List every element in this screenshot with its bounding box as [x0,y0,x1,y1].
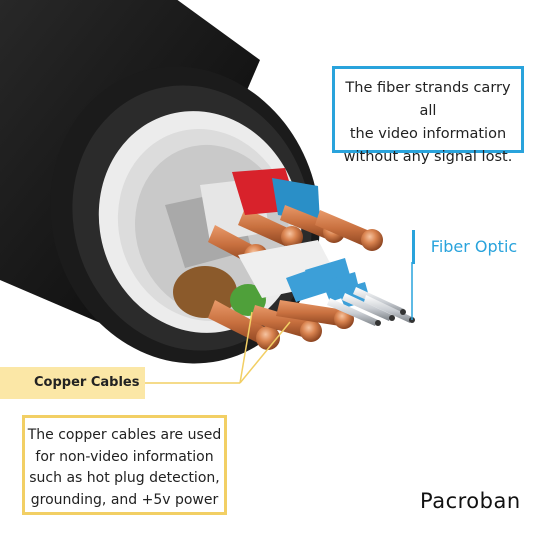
copper-wire-end [256,326,280,350]
fiber-callout-line: without any signal lost. [343,149,513,165]
copper-wire-end [300,320,322,342]
fiber-callout-line: The fiber strands carry all [345,80,511,119]
copper-callout-line: grounding, and +5v power [30,491,219,508]
copper-callout-box: The copper cables are used for non-video… [22,415,227,515]
copper-wire-end [361,229,383,251]
copper-cables-label: Copper Cables [0,367,145,399]
fiber-strand-tip [389,315,395,321]
fiber-callout-line: the video information [349,126,507,142]
fiber-strand-tip [375,320,381,326]
copper-callout-line: such as hot plug detection, [29,470,220,486]
copper-callout-line: for non-video information [35,448,214,465]
copper-leader-line-2 [239,311,253,384]
fiber-optic-bundle [238,240,415,326]
brand-logo: Pacroban [420,489,521,513]
copper-leader-line [239,321,291,384]
fiber-callout-box: The fiber strands carry all the video in… [332,66,524,165]
copper-wire-end [281,226,303,248]
fiber-optic-label: Fiber Optic [412,230,533,264]
copper-conductor-group-lower [173,266,354,350]
copper-conductor-group-upper [232,168,383,251]
copper-callout-line: The copper cables are used [27,427,222,443]
copper-conductor-group-middle [165,178,303,268]
fiber-strand-tip [400,309,406,315]
